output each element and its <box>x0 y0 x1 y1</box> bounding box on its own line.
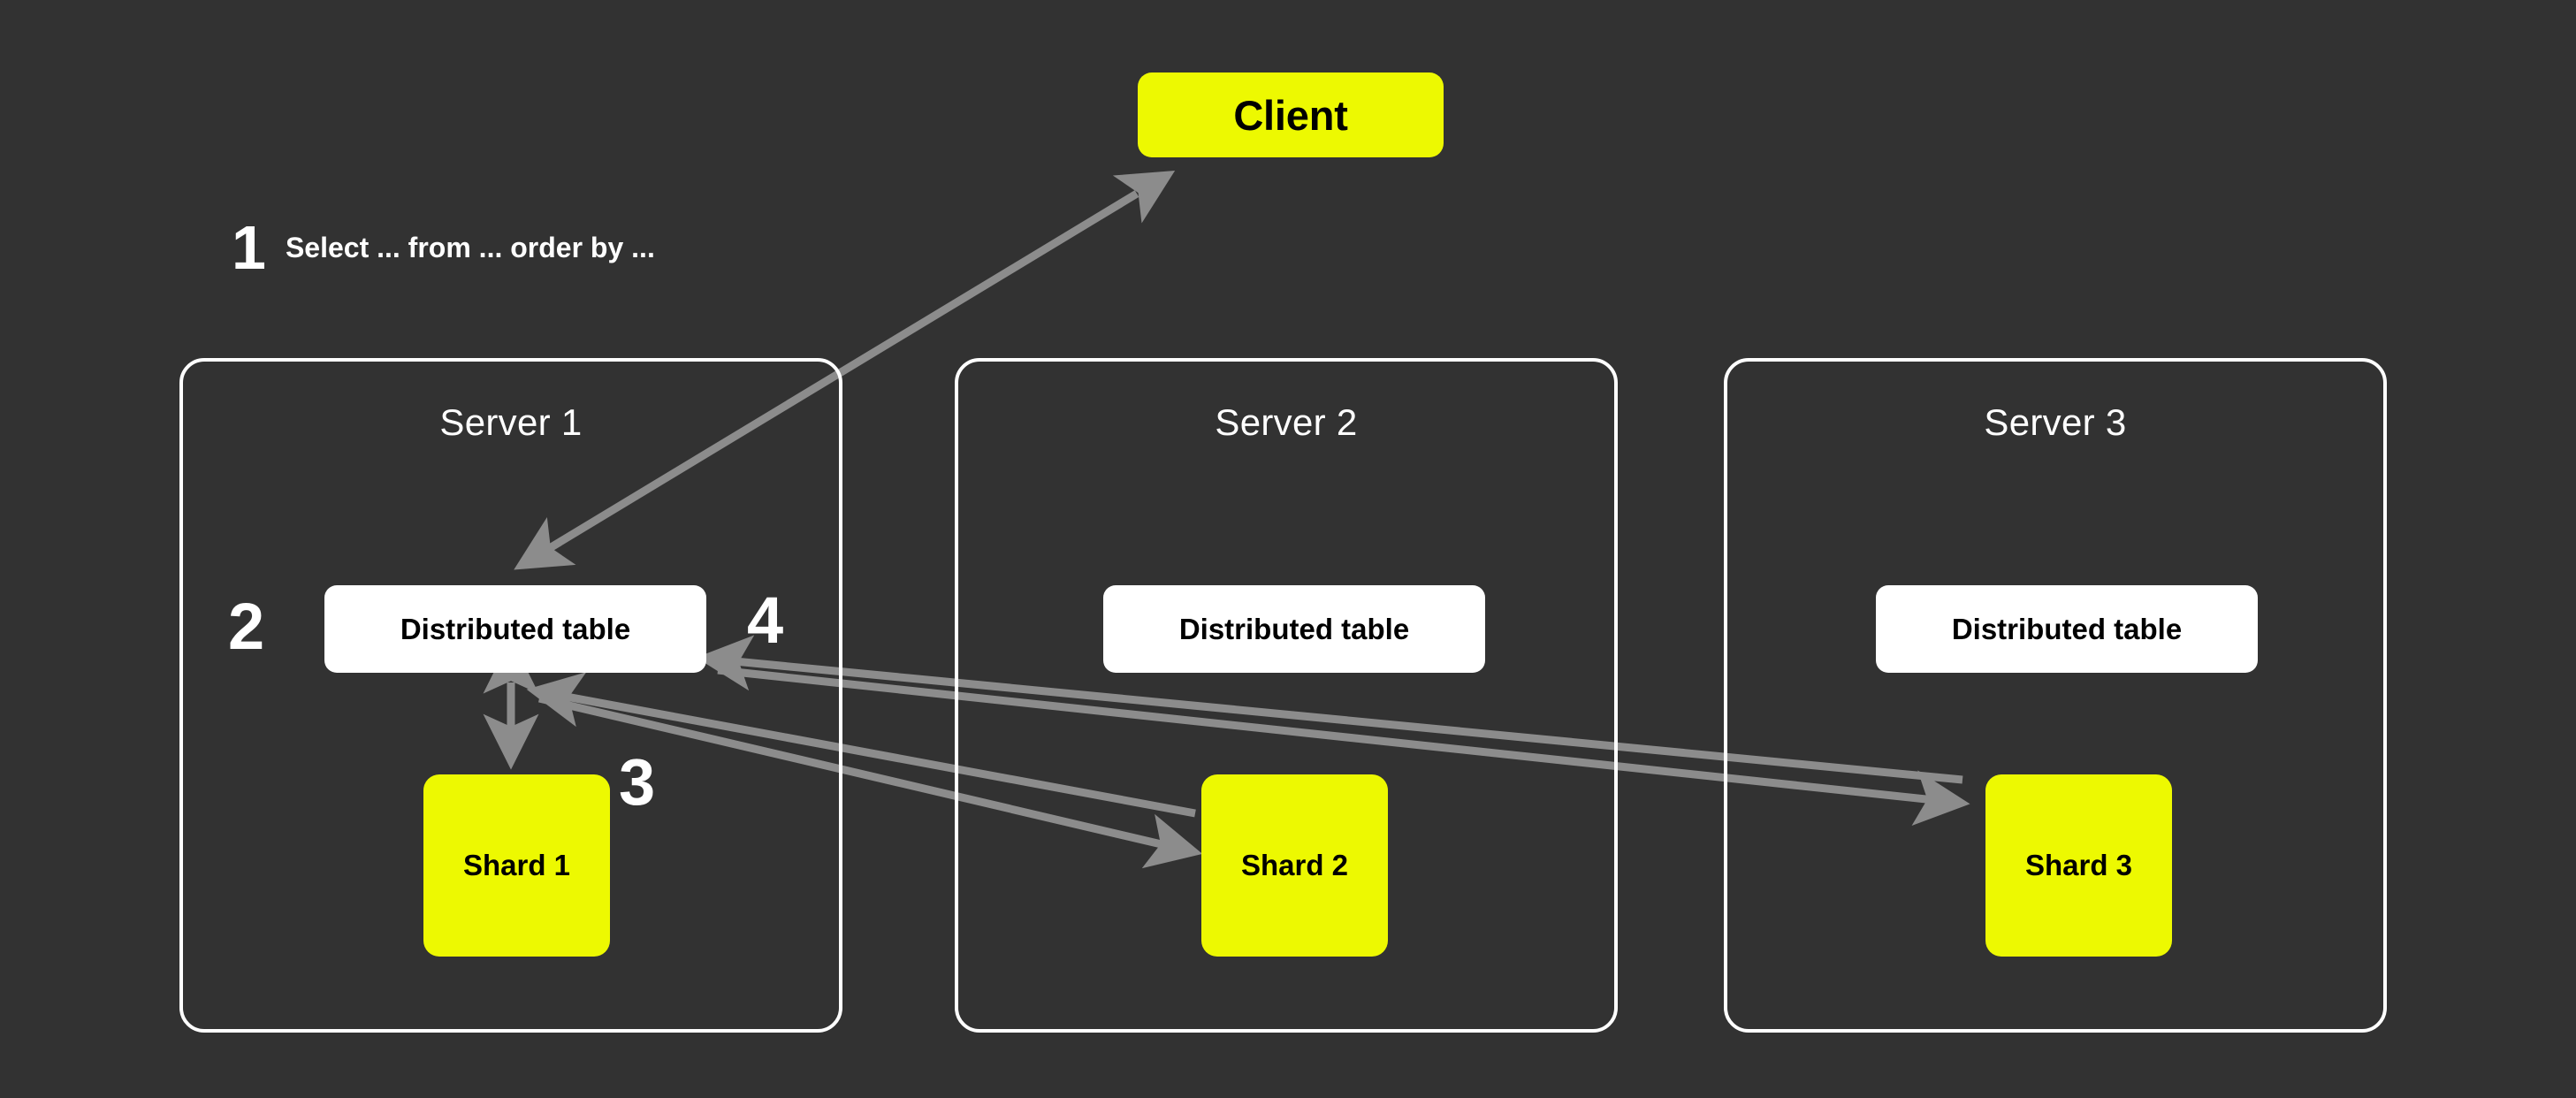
client-node[interactable]: Client <box>1138 72 1444 157</box>
distributed-table-label: Distributed table <box>1951 612 2183 645</box>
server-1-frame: Server 1 Distributed table Shard 1 <box>179 358 842 1033</box>
step-1-caption: 1 Select ... from ... order by ... <box>232 217 655 278</box>
shard-1-label: Shard 1 <box>462 849 571 881</box>
distributed-table-server-3[interactable]: Distributed table <box>1876 585 2258 673</box>
client-label: Client <box>1233 91 1348 139</box>
step-2-number: 2 <box>228 590 265 663</box>
distributed-table-label: Distributed table <box>400 612 631 645</box>
step-1-query-text: Select ... from ... order by ... <box>285 231 655 263</box>
server-3-frame: Server 3 Distributed table Shard 3 <box>1724 358 2387 1033</box>
shard-3-label: Shard 3 <box>2024 849 2133 881</box>
step-3-number: 3 <box>619 745 656 819</box>
step-4-number: 4 <box>747 583 784 657</box>
arrow-shard-2-return <box>526 672 1196 818</box>
shard-2-node[interactable]: Shard 2 <box>1201 774 1388 957</box>
server-3-title: Server 3 <box>1984 401 2127 443</box>
shard-3-node[interactable]: Shard 3 <box>1985 774 2172 957</box>
step-1-number: 1 <box>232 213 266 282</box>
distributed-table-server-1[interactable]: Distributed table <box>324 585 706 673</box>
distributed-table-server-2[interactable]: Distributed table <box>1103 585 1485 673</box>
server-2-frame: Server 2 Distributed table Shard 2 <box>955 358 1618 1033</box>
server-2-title: Server 2 <box>1215 401 1358 443</box>
arrow-distributed-table-shard-3 <box>717 666 1970 826</box>
server-1-title: Server 1 <box>439 401 583 443</box>
arrow-distributed-table-shard-2 <box>537 694 1203 869</box>
shard-2-label: Shard 2 <box>1240 849 1349 881</box>
distributed-table-label: Distributed table <box>1178 612 1410 645</box>
shard-1-node[interactable]: Shard 1 <box>423 774 610 957</box>
arrow-shard-3-return <box>696 635 1963 784</box>
